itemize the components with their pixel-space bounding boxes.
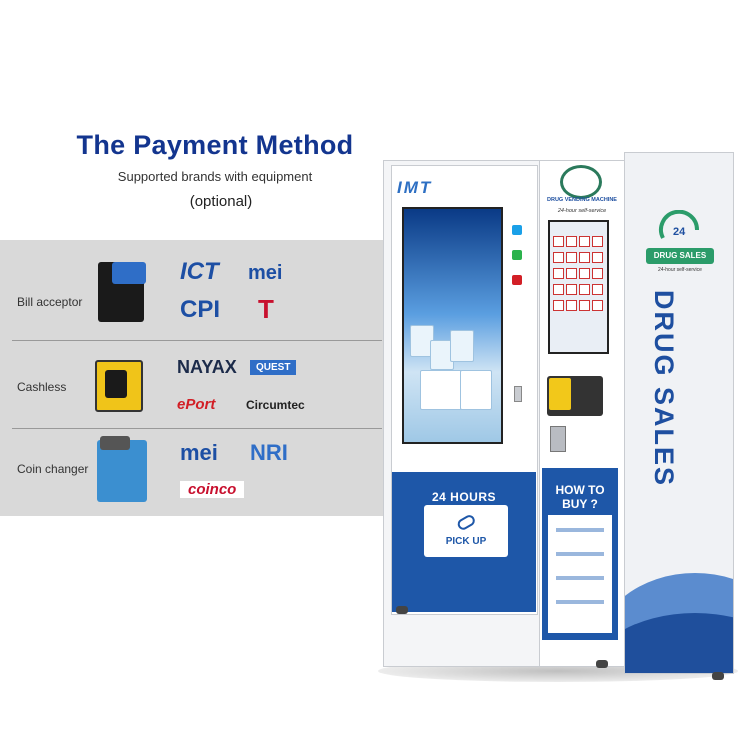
- brand-logo-mei: mei: [248, 262, 283, 284]
- touch-tile[interactable]: [553, 268, 564, 279]
- touch-tile[interactable]: [579, 284, 590, 295]
- unionpay-icon: [512, 275, 522, 285]
- panel-brand-text: DRUG VENDING MACHINE: [547, 197, 617, 203]
- row-label-cashless: Cashless: [17, 380, 67, 394]
- pickup-label: PICK UP: [445, 536, 487, 547]
- cashless-reader-image: [95, 360, 143, 412]
- brand-logo-mei-coin: mei: [180, 440, 218, 465]
- touch-tile[interactable]: [579, 268, 590, 279]
- payment-panel: [0, 240, 390, 516]
- touch-tile[interactable]: [566, 300, 577, 311]
- alipay-icon: [512, 225, 522, 235]
- side-drug-sales-badge: DRUG SALES: [646, 248, 714, 264]
- howto-step: [556, 600, 604, 604]
- brand-logo-quest: QUEST: [250, 360, 297, 375]
- touch-tile[interactable]: [579, 236, 590, 247]
- touch-tile[interactable]: [592, 252, 603, 263]
- hours-label: 24 HOURS: [431, 490, 497, 504]
- page-subtitle: Supported brands with equipment: [117, 169, 313, 184]
- machine-wheel: [712, 672, 724, 680]
- product-pack: [450, 330, 474, 362]
- brand-logo-circumtec: Circumtec: [246, 398, 305, 412]
- touch-tile[interactable]: [566, 284, 577, 295]
- brand-logo-t: T: [258, 294, 274, 324]
- howto-step: [556, 528, 604, 532]
- brand-logo-ict: ICT: [180, 258, 219, 285]
- panel-brand-sub: 24-hour self-service: [557, 208, 607, 214]
- touch-tile[interactable]: [553, 252, 564, 263]
- touch-tile[interactable]: [553, 236, 564, 247]
- touch-tile[interactable]: [592, 236, 603, 247]
- machine-wheel: [596, 660, 608, 668]
- touch-tile[interactable]: [566, 236, 577, 247]
- row-divider: [12, 428, 382, 429]
- brand-circle-icon: [560, 165, 602, 199]
- machine-side-panel: [624, 152, 734, 674]
- row-label-coin-changer: Coin changer: [17, 462, 89, 476]
- touch-tile[interactable]: [579, 252, 590, 263]
- coin-changer-image-top: [100, 436, 130, 450]
- pill-icon: [457, 515, 475, 530]
- optional-note: (optional): [189, 193, 253, 210]
- touch-tile[interactable]: [553, 284, 564, 295]
- brand-logo-nri: NRI: [250, 440, 288, 465]
- card-reader-face[interactable]: [549, 378, 571, 410]
- brand-logo-cpi: CPI: [180, 296, 221, 323]
- product-box: [460, 370, 492, 410]
- row-divider: [12, 340, 382, 341]
- touch-tile[interactable]: [592, 268, 603, 279]
- wechat-icon: [512, 250, 522, 260]
- side-24-number: 24: [673, 226, 686, 238]
- door-lock[interactable]: [514, 386, 522, 402]
- bill-acceptor-image-top: [112, 262, 146, 284]
- touch-tile[interactable]: [566, 268, 577, 279]
- page-title: The Payment Method: [76, 130, 354, 160]
- side-drug-sales-text: DRUG SALES: [649, 290, 679, 488]
- coin-slot[interactable]: [550, 426, 566, 452]
- touch-tile[interactable]: [592, 284, 603, 295]
- brand-logo-nayax: NAYAX: [177, 357, 237, 377]
- coin-changer-image: [97, 440, 147, 502]
- pickup-door[interactable]: [424, 505, 508, 557]
- brand-logo-eport: ePort: [177, 396, 216, 413]
- side-badge-sub: 24-hour self-service: [658, 267, 702, 273]
- touch-tile[interactable]: [566, 252, 577, 263]
- howto-step: [556, 576, 604, 580]
- machine-logo: IMT: [397, 178, 433, 197]
- touch-tile[interactable]: [579, 300, 590, 311]
- row-label-bill-acceptor: Bill acceptor: [17, 295, 83, 309]
- product-box: [420, 370, 462, 410]
- machine-wheel: [396, 606, 408, 614]
- cashless-reader-screen: [105, 370, 127, 398]
- side-wave: [625, 613, 733, 673]
- howto-title: HOW TO BUY ?: [555, 483, 605, 511]
- touch-tile[interactable]: [592, 300, 603, 311]
- side-24-logo-icon: 24: [659, 210, 700, 239]
- brand-logo-coinco: coinco: [180, 481, 245, 498]
- touch-tile[interactable]: [553, 300, 564, 311]
- howto-step: [556, 552, 604, 556]
- howto-steps: [548, 515, 612, 633]
